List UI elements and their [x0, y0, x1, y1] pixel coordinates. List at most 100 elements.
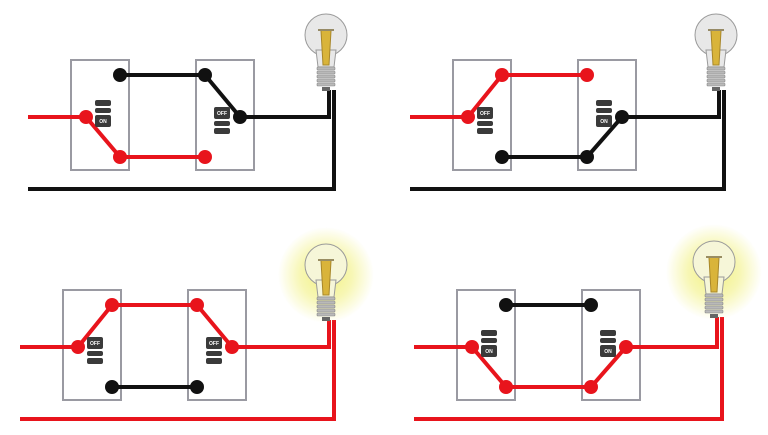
bulb-base-ring	[704, 297, 724, 302]
output-wire	[622, 90, 721, 119]
panel-top-left: ON OFF	[28, 13, 348, 191]
left-blade	[84, 115, 122, 159]
right-bottom-terminal	[580, 150, 594, 164]
toggle-bar	[596, 108, 612, 113]
toggle-plate	[481, 345, 497, 357]
bulb-base-ring	[316, 66, 336, 71]
bulb-tip	[712, 87, 720, 91]
right-common-terminal	[615, 110, 629, 124]
light-bulb	[304, 13, 348, 91]
bulb-tip	[710, 314, 718, 318]
bulb-tip	[322, 317, 330, 321]
toggle-label: OFF	[90, 341, 100, 347]
toggle-label: ON	[604, 349, 612, 355]
return-wire	[20, 320, 336, 421]
bulb-filament	[320, 30, 332, 66]
toggle-bar	[214, 121, 230, 126]
toggle-plate	[95, 115, 111, 127]
bulb-base-ring	[316, 78, 336, 83]
toggle-bar	[87, 351, 103, 356]
toggle-bar	[87, 358, 103, 364]
toggle-plate	[214, 107, 230, 119]
toggle-bar	[481, 338, 497, 343]
switch-left-toggle: OFF	[477, 107, 493, 134]
bulb-base-ring	[316, 304, 336, 309]
bulb-base-ring	[706, 66, 726, 71]
toggle-label: ON	[600, 119, 608, 125]
bulb-base-ring	[706, 70, 726, 75]
right-top-terminal	[580, 68, 594, 82]
right-blade	[195, 303, 234, 349]
bulb-base-ring	[316, 70, 336, 75]
right-bottom-terminal	[198, 150, 212, 164]
left-bottom-terminal	[105, 380, 119, 394]
right-common-terminal	[225, 340, 239, 354]
bulb-base-ring	[316, 82, 336, 87]
panel-bottom-right: ON ON	[414, 224, 762, 421]
toggle-bar	[206, 358, 222, 364]
right-top-terminal	[198, 68, 212, 82]
toggle-bar	[600, 330, 616, 336]
toggle-bar	[596, 100, 612, 106]
toggle-plate	[206, 337, 222, 349]
toggle-label: OFF	[480, 111, 490, 117]
right-blade	[203, 73, 242, 119]
bulb-base-ring	[316, 312, 336, 317]
right-bottom-terminal	[584, 380, 598, 394]
output-wire	[626, 317, 719, 349]
return-wire	[414, 317, 724, 421]
bulb-base-ring	[706, 82, 726, 87]
left-blade	[466, 73, 504, 119]
switch-right-toggle: ON	[596, 100, 612, 127]
bulb-base-ring	[706, 78, 726, 83]
bulb-base-ring	[316, 74, 336, 79]
panel-bottom-left: OFF OFF	[20, 227, 374, 421]
left-top-terminal	[495, 68, 509, 82]
left-bottom-terminal	[495, 150, 509, 164]
return-wire	[28, 90, 336, 191]
light-bulb	[278, 227, 374, 323]
light-bulb	[694, 13, 738, 91]
right-common-terminal	[619, 340, 633, 354]
bulb-base-ring	[704, 301, 724, 306]
toggle-bar	[206, 351, 222, 356]
toggle-bar	[95, 108, 111, 113]
bulb-base-ring	[316, 296, 336, 301]
bulb-base-ring	[316, 308, 336, 313]
return-wire	[410, 90, 726, 191]
right-common-terminal	[233, 110, 247, 124]
left-common-terminal	[79, 110, 93, 124]
left-top-terminal	[105, 298, 119, 312]
toggle-plate	[477, 107, 493, 119]
toggle-bar	[600, 338, 616, 343]
toggle-bar	[214, 128, 230, 134]
left-common-terminal	[71, 340, 85, 354]
left-common-terminal	[465, 340, 479, 354]
bulb-base-ring	[316, 300, 336, 305]
switch-left-toggle: ON	[481, 330, 497, 357]
bulb-tip	[322, 87, 330, 91]
bulb-base-ring	[704, 305, 724, 310]
switch-right-toggle: OFF	[206, 337, 222, 364]
toggle-label: ON	[485, 349, 493, 355]
left-top-terminal	[113, 68, 127, 82]
bulb-filament	[710, 30, 722, 66]
toggle-bar	[95, 100, 111, 106]
bulb-base-ring	[704, 309, 724, 314]
switch-right-toggle: OFF	[214, 107, 230, 134]
switch-right-toggle: ON	[600, 330, 616, 357]
left-bottom-terminal	[499, 380, 513, 394]
bulb-base-ring	[704, 293, 724, 298]
toggle-plate	[596, 115, 612, 127]
toggle-bar	[477, 121, 493, 126]
switch-left-toggle: OFF	[87, 337, 103, 364]
left-top-terminal	[499, 298, 513, 312]
right-top-terminal	[190, 298, 204, 312]
switch-left-toggle: ON	[95, 100, 111, 127]
output-wire	[232, 320, 331, 349]
right-blade	[589, 345, 628, 389]
left-blade	[470, 345, 508, 389]
output-wire	[240, 90, 331, 119]
toggle-bar	[477, 128, 493, 134]
bulb-filament	[320, 260, 332, 296]
